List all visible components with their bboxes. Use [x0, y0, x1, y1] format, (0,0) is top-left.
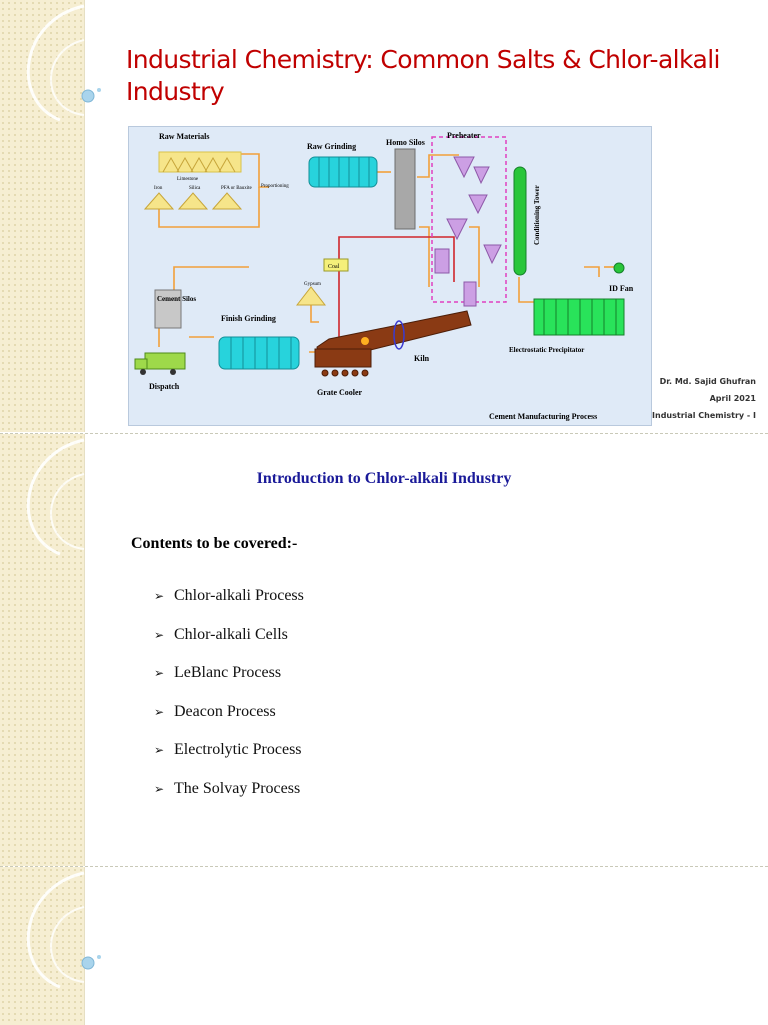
slide-title: Industrial Chemistry: Common Salts & Chl…: [126, 45, 720, 106]
label-silica: Silica: [189, 186, 201, 191]
swirl-decoration-icon: [26, 871, 101, 989]
coal-box-icon: [323, 258, 349, 272]
list-item-text: Chlor-alkali Process: [174, 587, 304, 604]
slide-2: Introduction to Chlor-alkali Industry Co…: [0, 433, 768, 866]
contents-list: ➢ Chlor-alkali Process ➢ Chlor-alkali Cell…: [154, 586, 304, 817]
label-raw-materials: Raw Materials: [159, 132, 209, 141]
arrow-bullet-icon: ➢: [154, 743, 165, 757]
label-preheater: Preheater: [447, 131, 481, 140]
dispatch-truck-icon: [134, 352, 186, 375]
list-item: ➢ Electrolytic Process: [154, 740, 304, 779]
list-item-text: LeBlanc Process: [174, 664, 282, 681]
contents-label: Contents to be covered:-: [131, 535, 298, 552]
list-item: ➢ Deacon Process: [154, 702, 304, 741]
silica-pile-icon: [177, 192, 209, 210]
label-id-fan: ID Fan: [609, 284, 634, 293]
list-item: ➢ Chlor-alkali Cells: [154, 625, 304, 664]
raw-grinding-mill-icon: [308, 156, 378, 188]
cement-silo-icon: [154, 289, 182, 329]
slide-1: Industrial Chemistry: Common Salts & Chl…: [0, 0, 768, 432]
cement-process-diagram: Raw Materials Limestone Iron Silica PFA …: [128, 126, 652, 426]
label-conditioning-tower: Conditioning Tower: [533, 185, 541, 245]
iron-pile-icon: [143, 192, 175, 210]
label-coal: Coal: [328, 264, 340, 270]
arrow-bullet-icon: ➢: [154, 704, 165, 719]
arrow-bullet-icon: ➢: [154, 666, 165, 680]
homo-silo-icon: [394, 148, 416, 230]
label-iron: Iron: [154, 186, 163, 191]
list-item-text: Chlor-alkali Cells: [174, 625, 288, 643]
arrow-bullet-icon: ➢: [154, 627, 165, 642]
label-proportioning: Proportioning: [261, 184, 289, 189]
section-heading: Introduction to Chlor-alkali Industry: [256, 470, 512, 487]
conditioning-tower-icon: [513, 166, 527, 276]
diagram-caption: Cement Manufacturing Process: [489, 412, 597, 421]
list-item-text: Electrolytic Process: [174, 741, 302, 758]
footer-course: Industrial Chemistry - I: [652, 411, 756, 420]
label-gypsum: Gypsum: [304, 282, 321, 287]
preheater-cyclones-icon: [434, 156, 502, 307]
label-homo-silos: Homo Silos: [386, 138, 425, 147]
list-item-text: The Solvay Process: [174, 779, 301, 797]
grate-cooler-icon: [314, 348, 372, 377]
list-item: ➢ Chlor-alkali Process: [154, 586, 304, 625]
list-item-text: Deacon Process: [174, 702, 276, 720]
swirl-decoration-icon: [26, 438, 85, 556]
electrostatic-precipitator-icon: [533, 298, 625, 336]
label-pfa: PFA or Bauxite: [221, 186, 253, 191]
swirl-decoration-icon: [26, 4, 101, 122]
arrow-bullet-icon: ➢: [154, 589, 165, 603]
label-finish-grinding: Finish Grinding: [221, 314, 276, 323]
label-electrostatic-precipitator: Electrostatic Precipitator: [509, 346, 584, 354]
list-item: ➢ The Solvay Process: [154, 779, 304, 818]
footer-author: Dr. Md. Sajid Ghufran: [659, 377, 756, 386]
id-fan-icon: [613, 262, 625, 274]
decorative-sidebar: [0, 434, 85, 866]
label-kiln: Kiln: [414, 354, 430, 363]
limestone-pile-icon: [158, 151, 242, 173]
list-item: ➢ LeBlanc Process: [154, 663, 304, 702]
label-raw-grinding: Raw Grinding: [307, 142, 356, 151]
arrow-bullet-icon: ➢: [154, 781, 165, 796]
decorative-sidebar: [0, 0, 85, 432]
gypsum-pile-icon: [295, 286, 327, 306]
decorative-sidebar: [0, 867, 85, 1025]
slide-3: [0, 866, 768, 1025]
pfa-pile-icon: [211, 192, 243, 210]
label-grate-cooler: Grate Cooler: [317, 388, 363, 397]
footer-date: April 2021: [709, 394, 756, 403]
label-limestone: Limestone: [177, 177, 199, 182]
label-cement-silos: Cement Silos: [157, 295, 196, 303]
label-dispatch: Dispatch: [149, 382, 180, 391]
